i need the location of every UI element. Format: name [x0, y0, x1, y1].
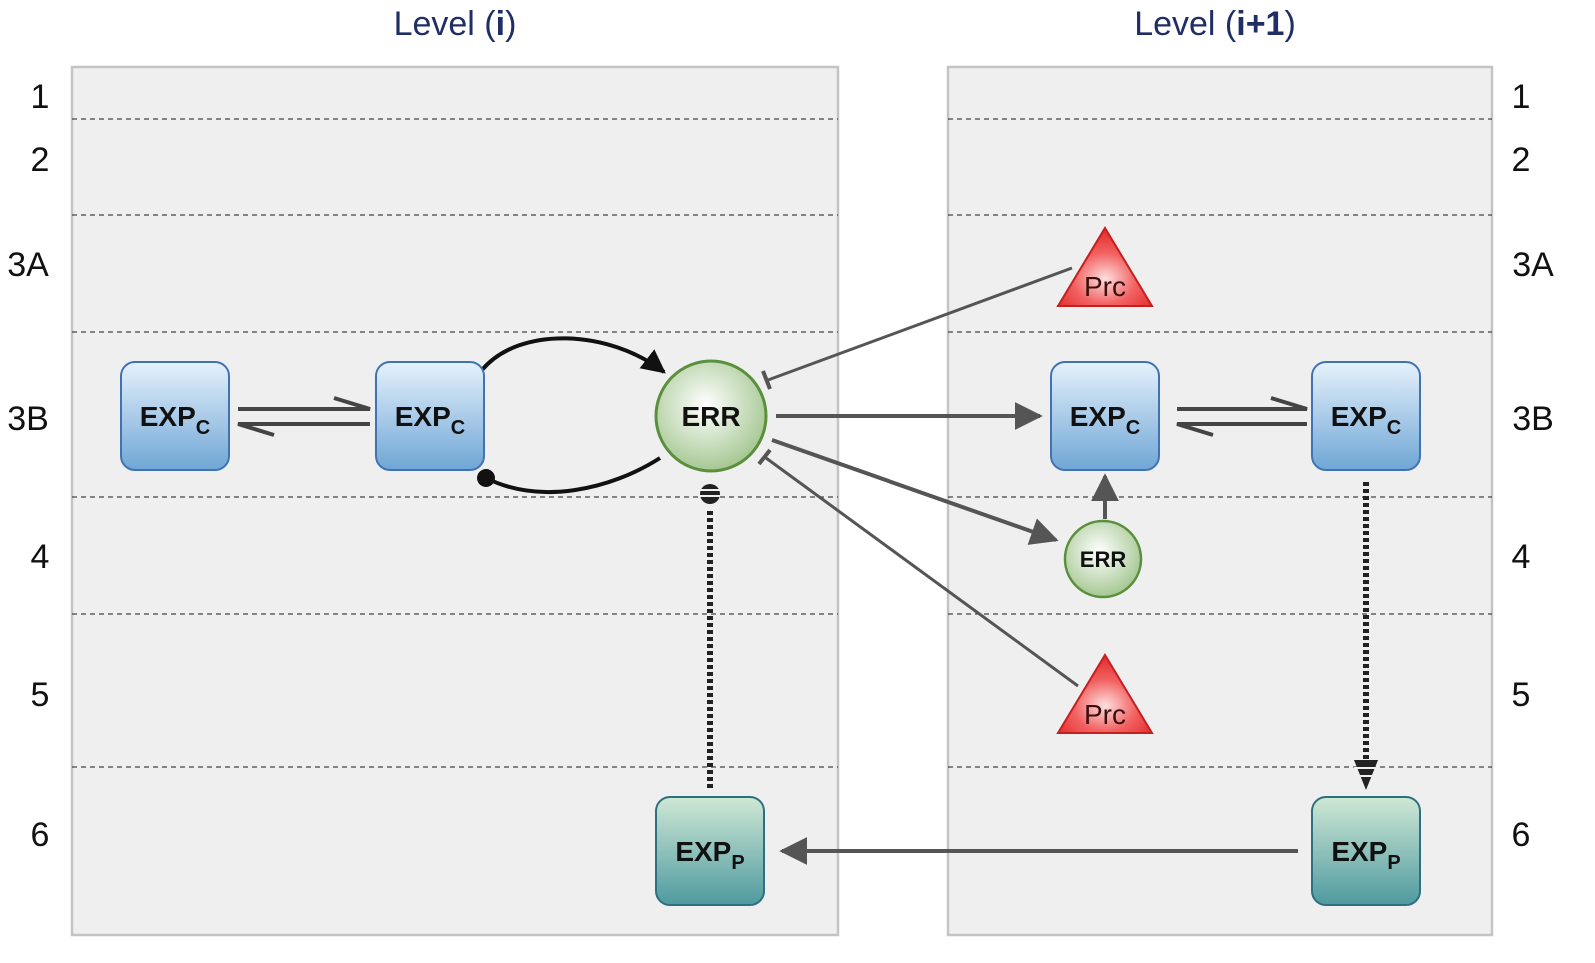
err-node-level-i: ERR [654, 359, 768, 473]
equilibrium-arrows-right [1176, 396, 1308, 437]
line-prc-bottom-to-err [765, 456, 1079, 688]
inhibit-bar-bottom [757, 448, 772, 466]
dotted-line-dot-end [700, 484, 720, 504]
row-label: 1 [31, 78, 50, 116]
inhibit-bar-top [761, 370, 772, 390]
svg-text:EXPC: EXPC [140, 401, 210, 439]
svg-text:ERR: ERR [681, 401, 740, 432]
curved-arrow-exp-to-err [480, 336, 666, 374]
svg-text:EXPC: EXPC [1070, 401, 1140, 439]
row-label: 3A [1512, 246, 1554, 284]
row-label: 5 [1512, 676, 1531, 714]
row-label: 3B [1512, 400, 1554, 438]
layer-dividers [72, 118, 1492, 768]
svg-text:Prc: Prc [1084, 271, 1126, 302]
svg-text:Prc: Prc [1084, 699, 1126, 730]
curved-line-err-to-exp [477, 456, 662, 494]
row-label: 3B [7, 400, 49, 438]
row-labels-right: 1 2 3A 3B 4 5 6 [1512, 78, 1555, 854]
row-label: 2 [31, 141, 50, 179]
level-i-title: Level (i) [394, 5, 517, 43]
row-label: 1 [1512, 78, 1531, 116]
row-label: 3A [7, 246, 49, 284]
svg-text:EXPC: EXPC [1331, 401, 1401, 439]
exp-c-node-left-1: EXPC [120, 361, 230, 471]
row-label: 6 [31, 816, 50, 854]
exp-c-node-left-2: EXPC [375, 361, 485, 471]
row-labels-left: 1 2 3A 3B 4 5 6 [7, 78, 49, 854]
row-label: 6 [1512, 816, 1531, 854]
err-node-level-i-plus-1: ERR [1063, 519, 1143, 599]
prc-node-top: Prc [1056, 226, 1154, 307]
equilibrium-arrows-left [237, 396, 371, 437]
line-prc-top-to-err [767, 266, 1073, 382]
exp-p-node-level-i-plus-1: EXPP [1311, 796, 1421, 906]
svg-text:ERR: ERR [1080, 547, 1127, 572]
level-i-plus-1-panel [946, 65, 1494, 937]
arrow-err-to-small-err [771, 438, 1059, 545]
exp-p-node-level-i: EXPP [655, 796, 765, 906]
svg-text:EXPP: EXPP [675, 836, 744, 874]
exp-c-node-right-1: EXPC [1050, 361, 1160, 471]
svg-text:EXPP: EXPP [1331, 836, 1400, 874]
row-label: 4 [31, 538, 50, 576]
row-label: 4 [1512, 538, 1531, 576]
exp-c-node-right-2: EXPC [1311, 361, 1421, 471]
prc-node-bottom: Prc [1056, 653, 1154, 734]
row-label: 2 [1512, 141, 1531, 179]
row-label: 5 [31, 676, 50, 714]
level-i-plus-1-title: Level (i+1) [1134, 5, 1296, 43]
svg-text:EXPC: EXPC [395, 401, 465, 439]
dot-stripes [700, 489, 720, 497]
dotted-arrow-stripes [1354, 767, 1378, 777]
